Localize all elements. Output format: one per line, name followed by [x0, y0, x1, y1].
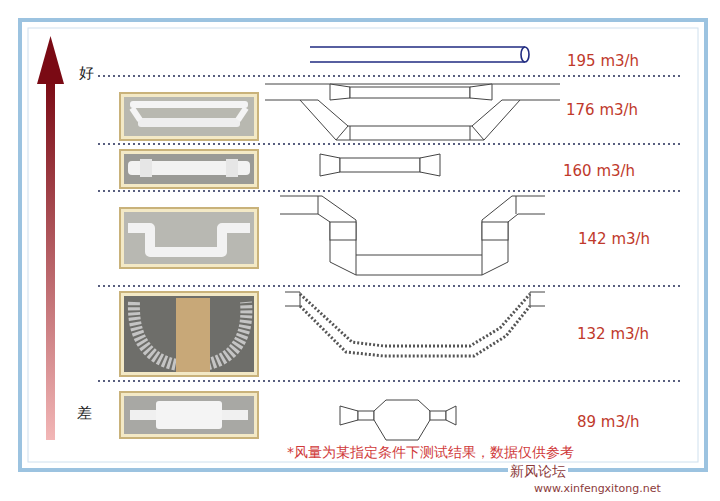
airflow-value: 160 m3/h: [563, 162, 635, 180]
inner-frame: [28, 28, 698, 462]
footnote: *风量为某指定条件下测试结果，数据仅供参考: [287, 444, 574, 461]
quality-label: 差: [77, 404, 92, 422]
outer-frame: [20, 20, 706, 470]
airflow-value: 176 m3/h: [566, 101, 638, 119]
airflow-value: 132 m3/h: [577, 325, 649, 343]
watermark: 新风论坛: [508, 463, 568, 480]
airflow-value: 142 m3/h: [578, 230, 650, 248]
airflow-value: 89 m3/h: [577, 413, 640, 431]
flexible-duct-drawing: [285, 292, 545, 356]
quality-label: 好: [77, 64, 96, 82]
row-separators: [98, 76, 680, 381]
straight-pipe: [310, 47, 529, 62]
bypass-duct-drawing: [265, 84, 560, 140]
airflow-value: 195 m3/h: [567, 52, 639, 70]
photo-thumbnails: [120, 93, 258, 438]
flared-pipe-drawing: [320, 154, 440, 176]
box-duct-drawing: [340, 400, 456, 440]
quality-arrow: [37, 36, 64, 440]
u-duct-drawing: [280, 196, 545, 275]
watermark-url: www.xinfengxitong.net: [532, 482, 663, 495]
